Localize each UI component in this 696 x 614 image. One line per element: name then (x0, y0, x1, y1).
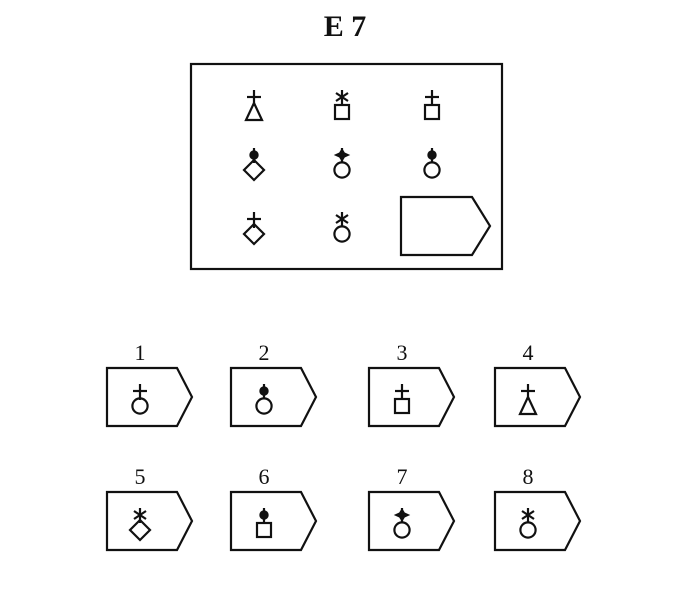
dot-mark (249, 150, 259, 160)
matrix-cell-r1-c1 (244, 90, 264, 122)
option-number: 7 (397, 464, 408, 489)
dot-mark (259, 510, 269, 520)
circle-shape (333, 225, 351, 243)
option-card (105, 490, 194, 552)
option-symbol-3 (393, 384, 411, 415)
puzzle-title: E 7 (324, 10, 367, 43)
square-shape (333, 103, 351, 121)
matrix-frame (189, 62, 504, 271)
circle-shape (393, 521, 411, 539)
option-card (493, 366, 582, 428)
matrix-cell-r2-c1 (242, 148, 266, 182)
star-mark (393, 508, 411, 522)
circle-shape (131, 397, 149, 415)
diamond-shape (242, 222, 266, 246)
asterisk-mark (521, 510, 535, 520)
option-number: 4 (523, 340, 534, 365)
diamond-shape (242, 158, 266, 182)
square-shape (393, 397, 411, 415)
option-symbol-8 (519, 508, 537, 539)
matrix-cell-r1-c3 (423, 90, 441, 121)
option-symbol-5 (128, 508, 152, 542)
option-number: 6 (259, 464, 270, 489)
circle-shape (255, 397, 273, 415)
star-mark (333, 148, 351, 162)
option-number: 1 (135, 340, 146, 365)
dot-mark (427, 150, 437, 160)
option-symbol-6 (255, 508, 273, 539)
asterisk-mark (133, 510, 147, 520)
asterisk-mark (335, 214, 349, 224)
option-number: 3 (397, 340, 408, 365)
matrix-cell-r1-c2 (333, 90, 351, 121)
answer-option-3[interactable]: 3 (367, 340, 456, 428)
option-card (367, 490, 456, 552)
answer-option-4[interactable]: 4 (493, 340, 582, 428)
option-number: 2 (259, 340, 270, 365)
diamond-shape (128, 518, 152, 542)
option-symbol-2 (255, 384, 273, 415)
option-card (229, 490, 318, 552)
answer-option-6[interactable]: 6 (229, 464, 318, 552)
option-symbol-1 (131, 384, 149, 415)
answer-option-8[interactable]: 8 (493, 464, 582, 552)
matrix-grid (242, 90, 492, 257)
matrix-blank-slot (399, 195, 492, 257)
option-card (367, 366, 456, 428)
matrix-cell-r3-c1 (242, 212, 266, 246)
circle-shape (519, 521, 537, 539)
option-card (229, 366, 318, 428)
option-number: 8 (523, 464, 534, 489)
triangle-shape (244, 100, 264, 122)
answer-option-2[interactable]: 2 (229, 340, 318, 428)
option-number: 5 (135, 464, 146, 489)
option-card (493, 490, 582, 552)
answer-options: 1 2 3 4 5 6 7 8 (105, 340, 582, 552)
option-symbol-7 (393, 508, 411, 539)
triangle-shape (518, 394, 538, 416)
matrix-cell-r2-c2 (333, 148, 351, 179)
answer-option-5[interactable]: 5 (105, 464, 194, 552)
dot-mark (259, 386, 269, 396)
circle-shape (333, 161, 351, 179)
square-shape (423, 103, 441, 121)
matrix-cell-r3-c2 (333, 212, 351, 243)
circle-shape (423, 161, 441, 179)
matrix-cell-r2-c3 (423, 148, 441, 179)
option-symbol-4 (518, 384, 538, 416)
answer-option-1[interactable]: 1 (105, 340, 194, 428)
answer-option-7[interactable]: 7 (367, 464, 456, 552)
option-card (105, 366, 194, 428)
square-shape (255, 521, 273, 539)
asterisk-mark (335, 92, 349, 102)
